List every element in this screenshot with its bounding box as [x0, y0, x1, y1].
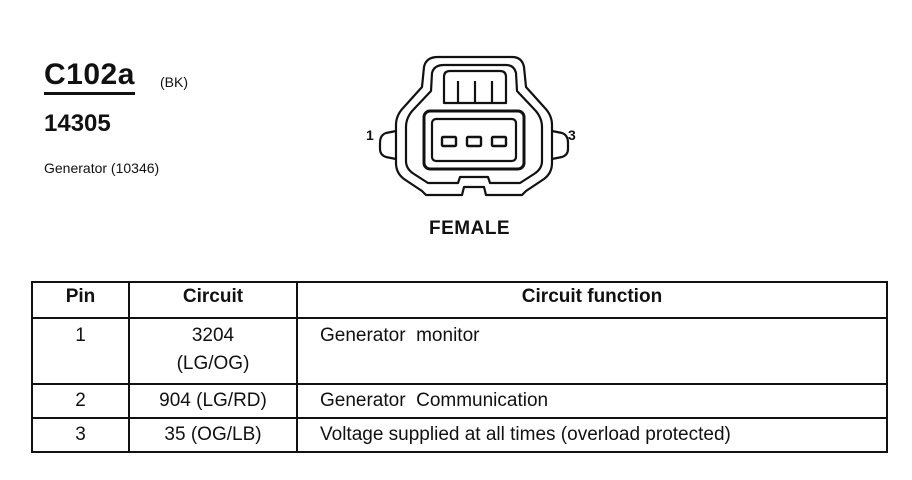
- cell-circuit-function: Voltage supplied at all times (overload …: [296, 417, 888, 453]
- latch-tab: [442, 69, 508, 105]
- cell-pin: 1: [31, 317, 130, 385]
- connector-description: Generator (10346): [44, 160, 160, 176]
- connector-housing-inner: [404, 63, 544, 185]
- cell-circuit-function: Generator monitor: [296, 317, 888, 385]
- cell-circuit: 904 (LG/RD): [128, 383, 298, 419]
- cell-pin: 2: [31, 383, 130, 419]
- header-circuit: Circuit: [128, 281, 298, 319]
- header-pin: Pin: [31, 281, 130, 319]
- pin-label-left: 1: [366, 127, 374, 143]
- table-row: 1 3204 (LG/OG) Generator monitor: [31, 317, 888, 385]
- part-number: 14305: [44, 110, 111, 137]
- cell-pin: 3: [31, 417, 130, 453]
- connector-gender-label: FEMALE: [429, 218, 511, 239]
- pin-label-right: 3: [568, 127, 576, 143]
- header-circuit-function: Circuit function: [296, 281, 888, 319]
- table-row: 2 904 (LG/RD) Generator Communication: [31, 383, 888, 419]
- cell-circuit: 3204 (LG/OG): [128, 317, 298, 385]
- side-ear-left: [378, 129, 397, 161]
- connector-id: C102a: [44, 58, 135, 95]
- pinout-table: Pin Circuit Circuit function 1 3204 (LG/…: [31, 281, 888, 453]
- connector-face-diagram: [378, 55, 570, 197]
- pin-3-terminal: [490, 135, 508, 148]
- table-header-row: Pin Circuit Circuit function: [31, 281, 888, 319]
- pin-1-terminal: [440, 135, 458, 148]
- circuit-number: 3204: [191, 325, 235, 346]
- side-ear-right: [551, 129, 570, 161]
- terminal-cavity: [422, 109, 526, 171]
- cell-circuit-function: Generator Communication: [296, 383, 888, 419]
- table-row: 3 35 (OG/LB) Voltage supplied at all tim…: [31, 417, 888, 453]
- connector-housing-outer: [394, 55, 554, 197]
- circuit-wire-color: (LG/OG): [176, 353, 250, 374]
- pin-2-terminal: [465, 135, 483, 148]
- cell-circuit: 35 (OG/LB): [128, 417, 298, 453]
- connector-color-code: (BK): [160, 74, 188, 90]
